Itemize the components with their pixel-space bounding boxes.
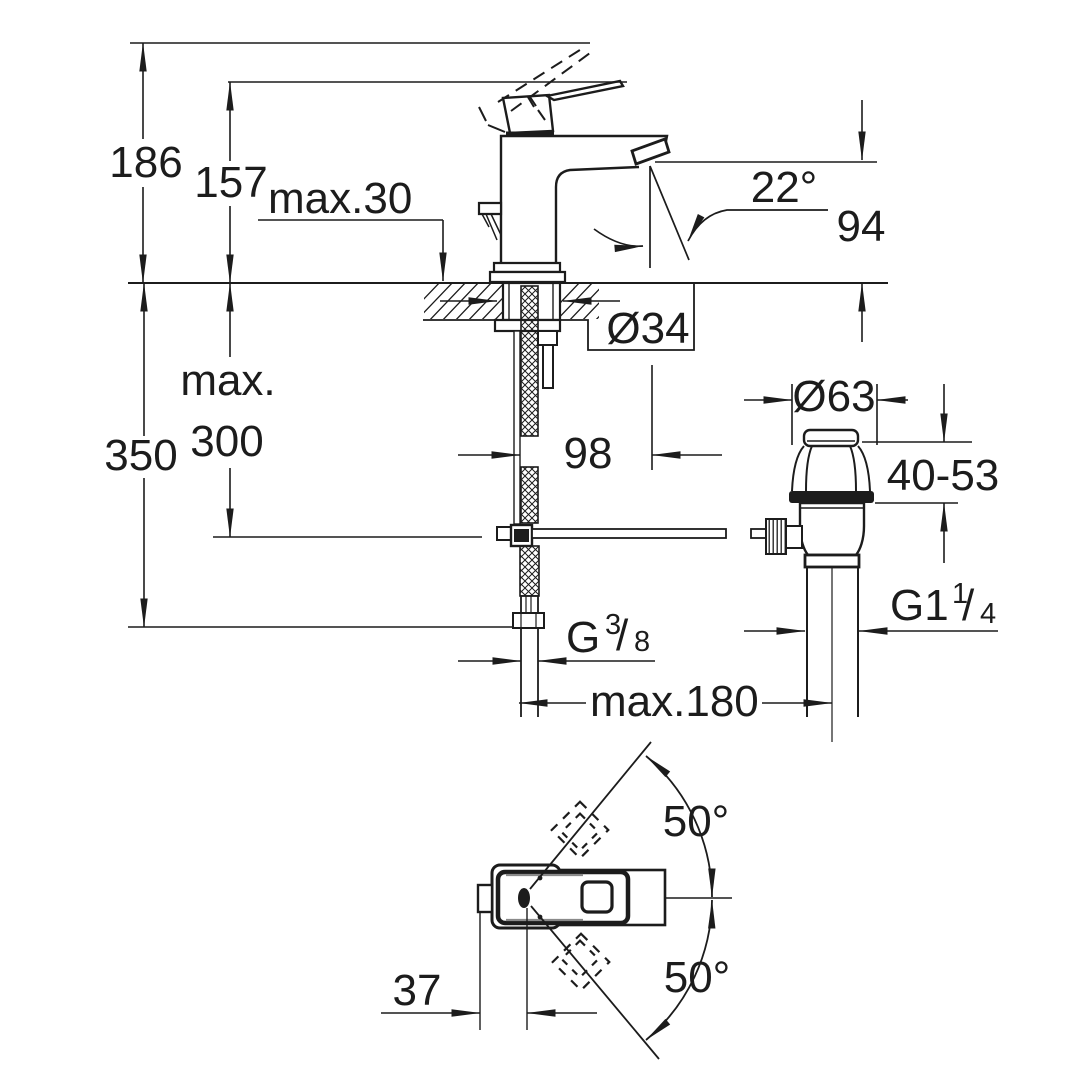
top-view <box>381 741 732 1060</box>
flex-hose-1 <box>520 285 539 437</box>
angle-leader-arrow <box>687 209 828 242</box>
supply-thread-numerator: 3 <box>605 609 621 641</box>
waste-tailpipe <box>806 567 859 717</box>
dim-spout-reach: 98 <box>564 429 613 478</box>
dim-spout-angle: 22° <box>751 163 818 212</box>
faucet-body <box>488 134 671 284</box>
dim-rod-offset: 37 <box>393 966 442 1015</box>
hose-nut <box>512 612 545 629</box>
rod-knurl-knob <box>765 518 787 555</box>
flex-hose-2 <box>520 466 539 524</box>
labels: 186 157 max.30 22° 94 Ø34 max. 300 350 9… <box>104 138 999 1015</box>
aerator-top <box>580 880 614 914</box>
dim-total-depth: 350 <box>104 431 177 480</box>
dim-install-depth-label: max. <box>180 356 275 405</box>
flex-hose-3 <box>519 545 540 597</box>
popup-tab-top <box>476 883 494 914</box>
top-view-dimensions <box>381 908 597 1030</box>
popup-waste <box>765 428 874 742</box>
angle-arc-arrow <box>593 228 644 253</box>
waste-thread-slash: / <box>962 581 975 630</box>
dim-swing-upper: 50° <box>663 797 730 846</box>
dim-deck-thickness: max.30 <box>268 174 412 223</box>
swing-angle-lines <box>529 741 732 1060</box>
waste-thread-base: G1 <box>890 581 949 630</box>
supply-thread-slash: / <box>616 611 629 660</box>
faucet-handle <box>501 79 625 137</box>
dimension-lines <box>128 42 998 707</box>
dim-outlet-height: 94 <box>837 202 886 251</box>
aerator <box>630 137 671 166</box>
popup-hole-top <box>518 888 530 908</box>
waste-gasket <box>789 491 874 503</box>
dim-spout-top-height: 157 <box>194 158 267 207</box>
dim-center-distance: max.180 <box>590 677 759 726</box>
waste-thread-denominator: 4 <box>980 598 996 630</box>
popup-horizontal-rod <box>531 528 727 539</box>
popup-pull-knob <box>477 201 503 241</box>
water-stream <box>593 165 828 268</box>
popup-rod <box>513 330 521 525</box>
supply-thread-base: G <box>566 613 600 662</box>
dim-install-depth-value: 300 <box>190 417 263 466</box>
supply-thread-denominator: 8 <box>634 626 650 658</box>
dim-swing-lower: 50° <box>664 953 731 1002</box>
waste-thread-numerator: 1 <box>952 578 968 610</box>
side-view <box>128 42 998 742</box>
mounting-assembly <box>493 281 767 717</box>
dim-hole-diameter: Ø34 <box>606 304 689 353</box>
dim-total-height: 186 <box>109 138 182 187</box>
dim-waste-height-range: 40-53 <box>887 451 1000 500</box>
dim-waste-flange-diameter: Ø63 <box>792 372 875 421</box>
